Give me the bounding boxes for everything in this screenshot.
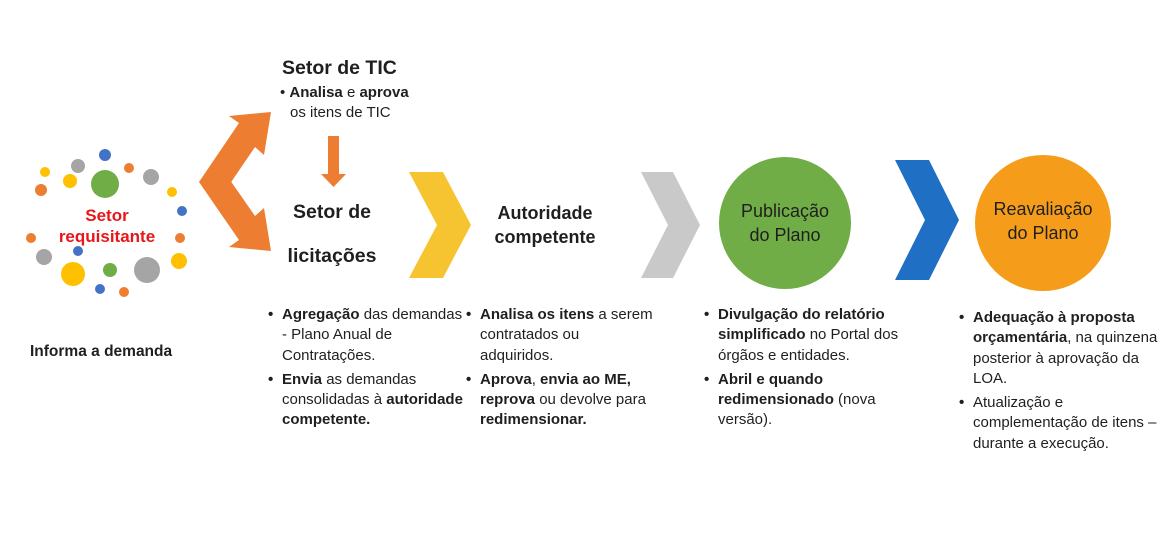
decorative-dot: [91, 170, 119, 198]
decorative-dot: [171, 253, 187, 269]
publicacao-title-line2: do Plano: [749, 225, 821, 245]
publicacao-title: Publicação do Plano: [720, 199, 850, 247]
decorative-dot: [63, 174, 77, 188]
decorative-dot: [35, 184, 47, 196]
reavaliacao-bullet-2: Atualização e complementação de itens – …: [959, 393, 1159, 454]
licitacoes-title-line1: Setor de: [292, 201, 372, 223]
decorative-dot: [175, 233, 185, 243]
licitacoes-title: Setor de licitações: [272, 190, 392, 278]
reavaliacao-title: Reavaliação do Plano: [975, 197, 1111, 245]
licitacoes-bullet-2: Envia as demandas consolidadas à autorid…: [268, 370, 468, 431]
decorative-dot: [134, 257, 160, 283]
decorative-dot: [99, 149, 111, 161]
tic-title: Setor de TIC: [282, 57, 397, 79]
tic-desc-bold1: Analisa: [289, 84, 343, 101]
arrow-tic-to-licitacoes: [321, 136, 346, 187]
autoridade-title: Autoridade competente: [470, 201, 620, 249]
chevron-gray: [641, 172, 700, 278]
autoridade-bullet-1: Analisa os itens a serem contratados ou …: [466, 305, 656, 366]
publicacao-bullets: Divulgação do relatório simplificado no …: [704, 305, 924, 435]
licitacoes-bullets: Agregação das demandas - Plano Anual de …: [268, 305, 468, 435]
requester-label-line2: requisitante: [58, 227, 156, 246]
publicacao-bullet-1: Divulgação do relatório simplificado no …: [704, 305, 924, 366]
reavaliacao-title-line2: do Plano: [1007, 223, 1079, 243]
decorative-dot: [61, 262, 85, 286]
licitacoes-title-line2: licitações: [287, 245, 377, 267]
circle-reavaliacao: [975, 155, 1111, 291]
autoridade-title-line2: competente: [494, 227, 596, 247]
chevron-blue: [895, 160, 959, 280]
requester-label: Setor requisitante: [42, 205, 172, 247]
publicacao-title-line1: Publicação: [740, 201, 830, 221]
decorative-dot: [177, 206, 187, 216]
tic-description: • Analisa e aprova os itens de TIC: [280, 84, 409, 121]
decorative-dot: [103, 263, 117, 277]
arrow-to-licitacoes: [199, 170, 271, 251]
circle-publicacao: [719, 157, 851, 289]
autoridade-title-line1: Autoridade: [497, 203, 593, 223]
decorative-dot: [95, 284, 105, 294]
requester-label-line1: Setor: [85, 206, 129, 225]
tic-desc-mid: e: [342, 84, 360, 101]
autoridade-bullet-2: Aprova, envia ao ME, reprova ou devolve …: [466, 370, 656, 431]
decorative-dot: [40, 167, 50, 177]
reavaliacao-bullets: Adequação à proposta orçamentária, na qu…: [959, 308, 1159, 458]
decorative-dot: [143, 169, 159, 185]
decorative-dot: [71, 159, 85, 173]
autoridade-bullets: Analisa os itens a serem contratados ou …: [466, 305, 656, 435]
tic-desc-bold2: aprova: [359, 84, 409, 101]
licitacoes-bullet-1: Agregação das demandas - Plano Anual de …: [268, 305, 468, 366]
chevron-yellow: [409, 172, 471, 278]
tic-desc-line2: os itens de TIC: [290, 104, 391, 121]
decorative-dot: [119, 287, 129, 297]
reavaliacao-bullet-1: Adequação à proposta orçamentária, na qu…: [959, 308, 1159, 389]
decorative-dot: [124, 163, 134, 173]
decorative-dot: [36, 249, 52, 265]
reavaliacao-title-line1: Reavaliação: [993, 199, 1093, 219]
publicacao-bullet-2: Abril e quando redimensionado (nova vers…: [704, 370, 924, 431]
decorative-dot: [26, 233, 36, 243]
decorative-dot: [167, 187, 177, 197]
decorative-dot: [73, 246, 83, 256]
requester-caption: Informa a demanda: [30, 343, 173, 360]
